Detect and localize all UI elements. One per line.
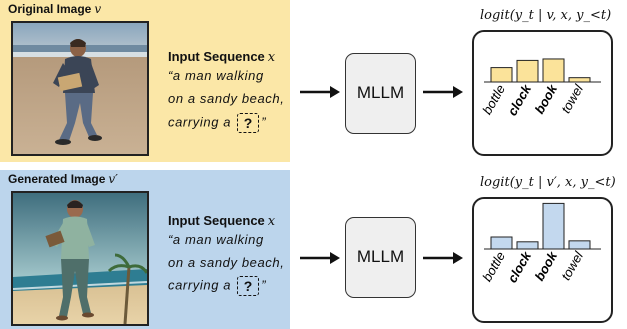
logit-formula-top: logit(y_t | v, x, y_<t) [480, 8, 612, 23]
generated-beach-illustration [11, 191, 149, 326]
arrow-to-mllm-top [300, 86, 340, 98]
panel-title-text: Generated Image [8, 172, 106, 186]
bottom-chart-bar-bottle [490, 236, 513, 250]
sequence-line-1: “a man walking [168, 68, 264, 83]
original-beach-photo [11, 21, 149, 156]
top-chart-bar-book [542, 58, 565, 83]
arrow-to-chart-top [423, 86, 463, 98]
top-chart-label-book: book [532, 81, 561, 116]
closing-quote: ” [261, 114, 267, 130]
top-chart-label-clock: clock [504, 81, 534, 118]
sequence-line-1: “a man walking [168, 232, 264, 247]
top-chart-label-bottle: bottle [479, 82, 508, 117]
image-variable: v′ [108, 172, 118, 186]
input-sequence-title-text: Input Sequence [168, 213, 265, 228]
sequence-line-3-text: carrying a [168, 277, 232, 293]
bottom-chart-bar-towel [568, 240, 591, 250]
sequence-variable: x [267, 214, 276, 229]
logit-label-top: logit(y_t | v, x, y_<t) [480, 8, 627, 23]
bottom-chart-label-bottle: bottle [479, 249, 508, 284]
arrow-to-chart-bottom [423, 252, 463, 264]
bottom-chart-bar-clock [516, 241, 539, 250]
sequence-variable: x [267, 50, 276, 65]
logit-label-bottom: logit(y_t | v′, x, y_<t) [480, 175, 627, 190]
masked-token-box: ? [237, 276, 260, 296]
input-sequence-title-text: Input Sequence [168, 49, 265, 64]
bottom-chart-label-towel: towel [558, 248, 587, 283]
bottom-chart-bar-book [542, 202, 565, 250]
beach-photo-illustration [13, 23, 147, 154]
arrow-to-mllm-bottom [300, 252, 340, 264]
logit-formula-bottom: logit(y_t | v′, x, y_<t) [480, 175, 616, 190]
sequence-line-3-text: carrying a [168, 114, 232, 130]
top-chart-label-towel: towel [558, 81, 587, 116]
sequence-line-2: on a sandy beach, [168, 91, 285, 106]
sequence-line-3: carrying a ?” [168, 113, 266, 133]
generated-illustration [13, 193, 147, 324]
top-chart-bar-towel [568, 77, 591, 83]
sequence-line-2: on a sandy beach, [168, 255, 285, 270]
panel-title-text: Original Image [8, 2, 92, 16]
masked-token-box: ? [237, 113, 260, 133]
bottom-chart-label-book: book [532, 248, 561, 283]
top-chart-bar-clock [516, 59, 539, 83]
sequence-line-3: carrying a ?” [168, 276, 266, 296]
top-chart-bar-bottle [490, 67, 513, 83]
closing-quote: ” [261, 277, 267, 293]
bottom-chart-label-clock: clock [504, 248, 534, 285]
mllm-box-top: MLLM [345, 53, 416, 134]
mllm-box-bottom: MLLM [345, 217, 416, 298]
image-variable: v [94, 2, 102, 16]
